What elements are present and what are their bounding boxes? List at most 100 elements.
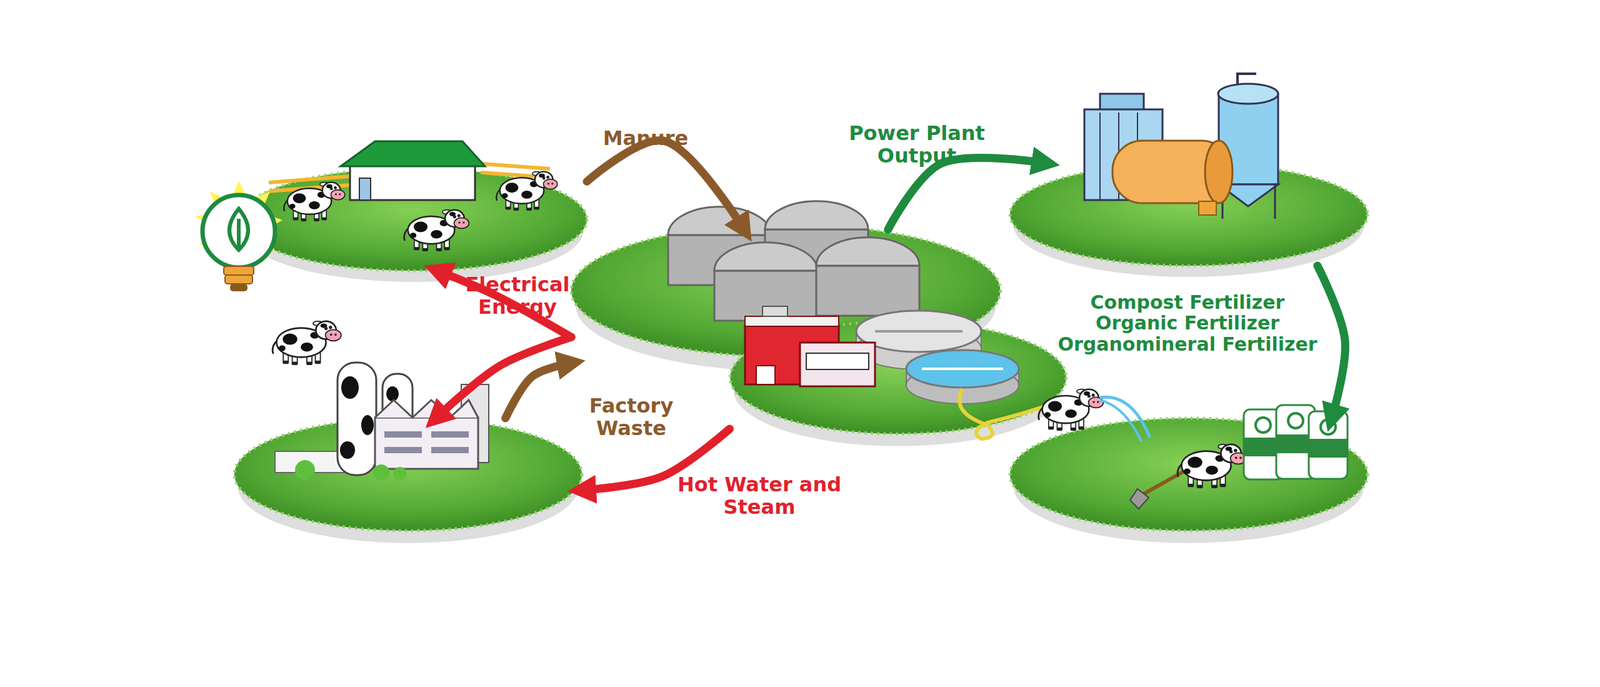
bulb-glow	[195, 181, 283, 270]
fertilizer-bags	[1243, 405, 1348, 480]
hose	[959, 388, 1063, 439]
clarifier-base	[906, 366, 1019, 404]
edge-label: Factory Waste	[575, 395, 688, 440]
bush	[393, 466, 407, 481]
factory-hall	[375, 417, 479, 469]
dairy-factory	[275, 362, 489, 481]
digester-dome	[765, 201, 869, 230]
panel-line	[1099, 112, 1101, 200]
panel-line	[1136, 112, 1139, 200]
cow	[404, 210, 470, 252]
fence	[268, 163, 550, 192]
silo-spot	[400, 410, 410, 425]
bag	[1308, 411, 1348, 479]
door	[756, 365, 775, 385]
clarifier-bridge	[921, 367, 1004, 370]
grass-island	[730, 321, 1067, 434]
digester-tank	[765, 229, 869, 280]
island-shape	[1010, 418, 1368, 531]
barn-wall	[350, 163, 475, 200]
shovel-handle	[1143, 467, 1191, 494]
digester-dome	[714, 242, 818, 271]
island-node	[571, 229, 1052, 429]
window-row	[431, 431, 469, 438]
grass-island	[1010, 163, 1368, 266]
barn	[340, 141, 485, 200]
island-node	[1010, 418, 1368, 531]
digester-tank	[714, 270, 818, 321]
bag-logo	[1288, 413, 1304, 429]
digester-dome	[816, 237, 920, 266]
edge-label: Hot Water and Steam	[668, 473, 850, 519]
bush	[373, 464, 390, 481]
silo	[382, 373, 413, 443]
cow	[1038, 389, 1104, 431]
cow	[283, 182, 345, 222]
plant-building	[1084, 109, 1163, 200]
plant-top	[1100, 93, 1144, 113]
island-shape	[1010, 163, 1368, 266]
power-house-roof	[745, 316, 839, 327]
flow-arrow	[581, 428, 730, 490]
grass-island	[234, 418, 582, 531]
island-shape	[234, 418, 582, 531]
edge-label: Manure	[576, 127, 715, 150]
grass-island	[239, 168, 587, 271]
fence-rail	[481, 163, 550, 169]
flow-arrow	[437, 270, 572, 337]
bag-band	[1276, 434, 1315, 454]
clarifier-water	[906, 350, 1019, 388]
water-spray	[1100, 396, 1150, 442]
bulb-leaf	[229, 208, 249, 250]
fence-rail	[481, 172, 550, 178]
island-node	[234, 418, 582, 531]
bag	[1276, 405, 1315, 479]
island-node	[1010, 163, 1368, 266]
barn-door	[359, 178, 371, 200]
clarifiers	[856, 310, 1019, 404]
island-node	[239, 168, 587, 271]
shovel	[1130, 467, 1191, 509]
processing-plant	[1084, 73, 1279, 219]
island-shape	[239, 168, 587, 271]
tank-leg	[1221, 184, 1224, 219]
clarifier-wall	[906, 368, 1019, 385]
power-house-wall	[745, 325, 839, 385]
flow-arrow	[586, 140, 744, 230]
window-row	[431, 446, 469, 454]
factory-roof	[375, 400, 479, 418]
light-bulb	[195, 181, 283, 292]
spray	[1100, 400, 1142, 442]
silo-spot	[340, 441, 355, 459]
drum-end	[1205, 140, 1233, 204]
fence-rail	[268, 176, 350, 183]
bag-band	[1308, 438, 1348, 458]
bag-logo	[1320, 419, 1336, 435]
tower	[461, 384, 489, 463]
edge-label: Electrical Energy	[455, 273, 580, 319]
bulb-base	[225, 275, 253, 284]
shovel-blade	[1130, 488, 1149, 509]
flow-arrow	[1317, 265, 1345, 419]
clarifier-base	[856, 328, 982, 370]
bag	[1243, 409, 1283, 480]
barn-roof	[340, 141, 485, 167]
digester-dome	[668, 206, 772, 235]
tank-leg	[1274, 184, 1277, 219]
panel-line	[1118, 112, 1120, 200]
motor	[1198, 201, 1217, 215]
power-house	[745, 306, 875, 387]
bag-logo	[1255, 417, 1271, 433]
tank-roof	[1218, 83, 1279, 104]
spray	[1100, 396, 1150, 438]
silo-spot	[386, 386, 399, 402]
shed	[275, 451, 347, 473]
digester-tank	[816, 265, 920, 316]
fence-rail	[268, 185, 350, 192]
digesters	[668, 201, 920, 321]
clarifier-bridge	[875, 330, 963, 333]
island-shape	[571, 229, 1052, 429]
silo	[337, 362, 377, 475]
tank-cone	[1218, 184, 1279, 207]
